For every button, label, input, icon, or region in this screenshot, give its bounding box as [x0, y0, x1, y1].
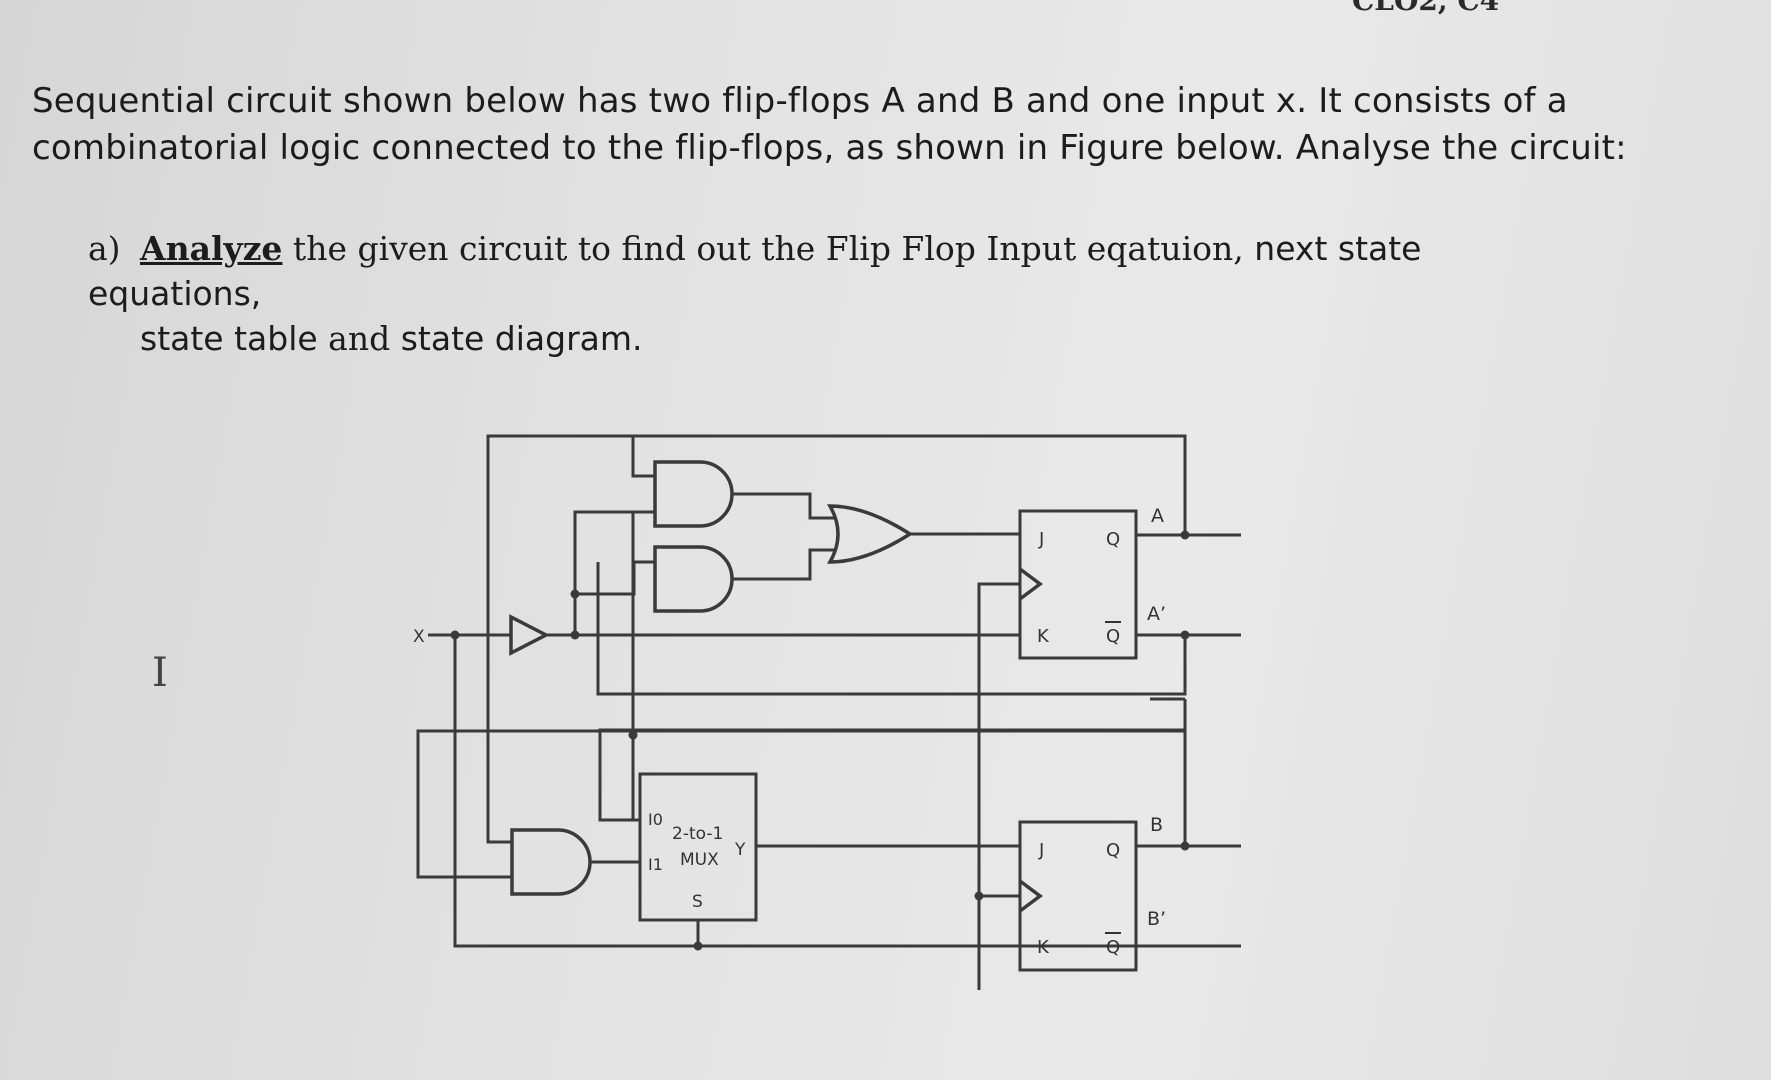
- junction-mux-bus: [628, 730, 638, 740]
- and-gate-2: [653, 545, 734, 613]
- mux-i0-label: I0: [648, 810, 663, 829]
- mux-y-label: Y: [734, 840, 746, 860]
- junction-b: [1180, 841, 1190, 851]
- ffa-k-label: K: [1037, 626, 1050, 647]
- ffb-output-label: B: [1150, 814, 1163, 836]
- wire-abar-feedback: [596, 562, 1187, 696]
- wire-b-loop: [416, 729, 1187, 879]
- question-label: a): [88, 229, 121, 268]
- question-a: a) Analyze the given circuit to find out …: [88, 226, 1528, 361]
- and-gate-3: [510, 828, 592, 896]
- wire-mid-bus: [598, 699, 1187, 822]
- input-x-label: X: [413, 627, 425, 647]
- flipflop-b: [1018, 820, 1138, 972]
- ffa-j-label: J: [1038, 529, 1044, 550]
- junction-x: [570, 589, 580, 599]
- question-line2-part1: state table: [140, 319, 318, 358]
- ffb-k-label: K: [1037, 937, 1050, 958]
- ffb-output-bar-label: B’: [1147, 908, 1166, 930]
- wire-top-loop: [486, 434, 1187, 844]
- ffa-output-bar-label: A’: [1147, 603, 1166, 625]
- ffb-qbar-label: Q: [1106, 937, 1120, 958]
- wire-x-to-select: [453, 635, 1241, 948]
- ffb-j-label: J: [1038, 840, 1044, 861]
- mux-title-label: 2-to-1: [672, 824, 723, 844]
- wire-x-to-and2: [575, 560, 655, 596]
- and-gate-1: [653, 460, 734, 528]
- question-keyword: Analyze: [140, 229, 283, 268]
- wire-and1-top-input: [631, 436, 655, 478]
- mux-i1-label: I1: [648, 855, 663, 874]
- or-gate: [826, 504, 914, 564]
- flipflop-a-clock-icon: [1018, 567, 1043, 601]
- junction-x-buffer: [570, 630, 580, 640]
- question-line2-part3: state diagram.: [400, 319, 643, 358]
- mux-s-label: S: [692, 892, 703, 912]
- intro-paragraph: Sequential circuit shown below has two f…: [32, 81, 1627, 168]
- wire-and1-to-or: [732, 492, 836, 520]
- text-cursor-icon: I: [152, 650, 168, 696]
- question-text-part1: the given circuit to find out the Flip F…: [282, 229, 1244, 268]
- flipflop-b-clock-icon: [1018, 879, 1043, 913]
- ffa-qbar-label: Q: [1106, 626, 1120, 647]
- wire-clock: [977, 582, 1020, 990]
- junction-a: [1180, 530, 1190, 540]
- wire-x-to-and1: [573, 510, 655, 635]
- junction-x-left: [450, 630, 460, 640]
- buffer-gate: [509, 614, 550, 656]
- ffa-output-label: A: [1151, 505, 1164, 527]
- ffa-q-label: Q: [1106, 529, 1120, 550]
- junction-select: [693, 941, 703, 951]
- ffb-q-label: Q: [1106, 840, 1120, 861]
- wire-and2-to-or: [732, 548, 836, 581]
- header-fragment: CLO2, C4: [1352, 0, 1500, 17]
- junction-clock: [974, 891, 984, 901]
- question-text-part2: next state equations,: [88, 229, 1422, 313]
- mux-name-label: MUX: [680, 850, 719, 870]
- question-line2-part2: and: [317, 319, 401, 358]
- question-line2: state table and state diagram.: [88, 316, 1528, 361]
